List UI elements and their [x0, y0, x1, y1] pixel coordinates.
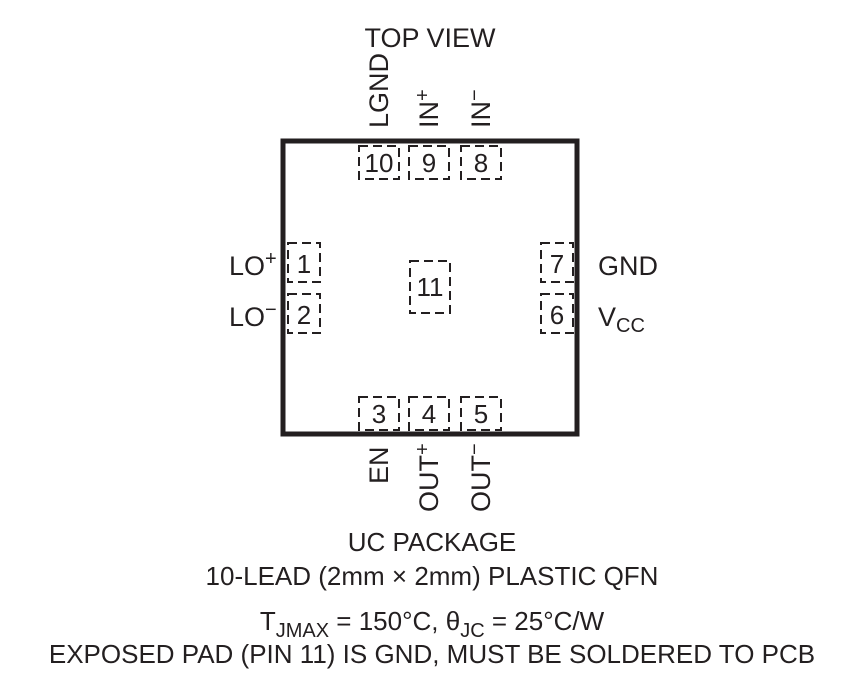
- pin-8-label: IN−: [464, 89, 496, 128]
- pin-4-pad: [408, 396, 450, 431]
- pin-7-pad: [540, 242, 574, 283]
- pin-10-pad: [358, 145, 400, 180]
- pin-5-label: OUT−: [464, 443, 496, 512]
- pin-1-label: LO+: [229, 248, 277, 281]
- pin-10-label: LGND: [364, 53, 394, 128]
- view-title: TOP VIEW: [364, 23, 496, 53]
- pin-6-label: VCC: [598, 302, 645, 337]
- pin-11-pad: [409, 260, 451, 314]
- pin-5-number: 5: [474, 399, 488, 429]
- pin-3-label: EN: [364, 446, 394, 484]
- pin-3-number: 3: [372, 399, 386, 429]
- pin-9-number: 9: [422, 148, 436, 178]
- exposed-pad-note: EXPOSED PAD (PIN 11) IS GND, MUST BE SOL…: [49, 639, 815, 669]
- pin-11-number: 11: [417, 272, 444, 302]
- pin-2-label: LO−: [229, 299, 277, 332]
- pin-9-label: IN+: [412, 89, 444, 128]
- pin-2-number: 2: [297, 300, 311, 330]
- pin-6-pad: [540, 293, 574, 334]
- pin-8-pad: [460, 145, 502, 180]
- pin-1-number: 1: [297, 249, 311, 279]
- thermal-spec: TJMAX = 150°C, θJC = 25°C/W: [260, 606, 605, 642]
- pin-3-pad: [358, 396, 400, 431]
- pin-1-pad: [287, 242, 321, 283]
- pin-6-number: 6: [550, 300, 564, 330]
- package-body: [280, 138, 580, 437]
- pin-5-pad: [460, 396, 502, 431]
- package-description: 10-LEAD (2mm × 2mm) PLASTIC QFN: [206, 561, 659, 591]
- pin-2-pad: [287, 293, 321, 334]
- pin-4-label: OUT+: [412, 443, 444, 512]
- pin-10-number: 10: [365, 148, 394, 178]
- pin-9-pad: [408, 145, 450, 180]
- pin-8-number: 8: [474, 148, 488, 178]
- pin-7-label: GND: [598, 251, 658, 281]
- pin-7-number: 7: [550, 249, 564, 279]
- package-name: UC PACKAGE: [348, 527, 517, 557]
- pin-4-number: 4: [422, 399, 436, 429]
